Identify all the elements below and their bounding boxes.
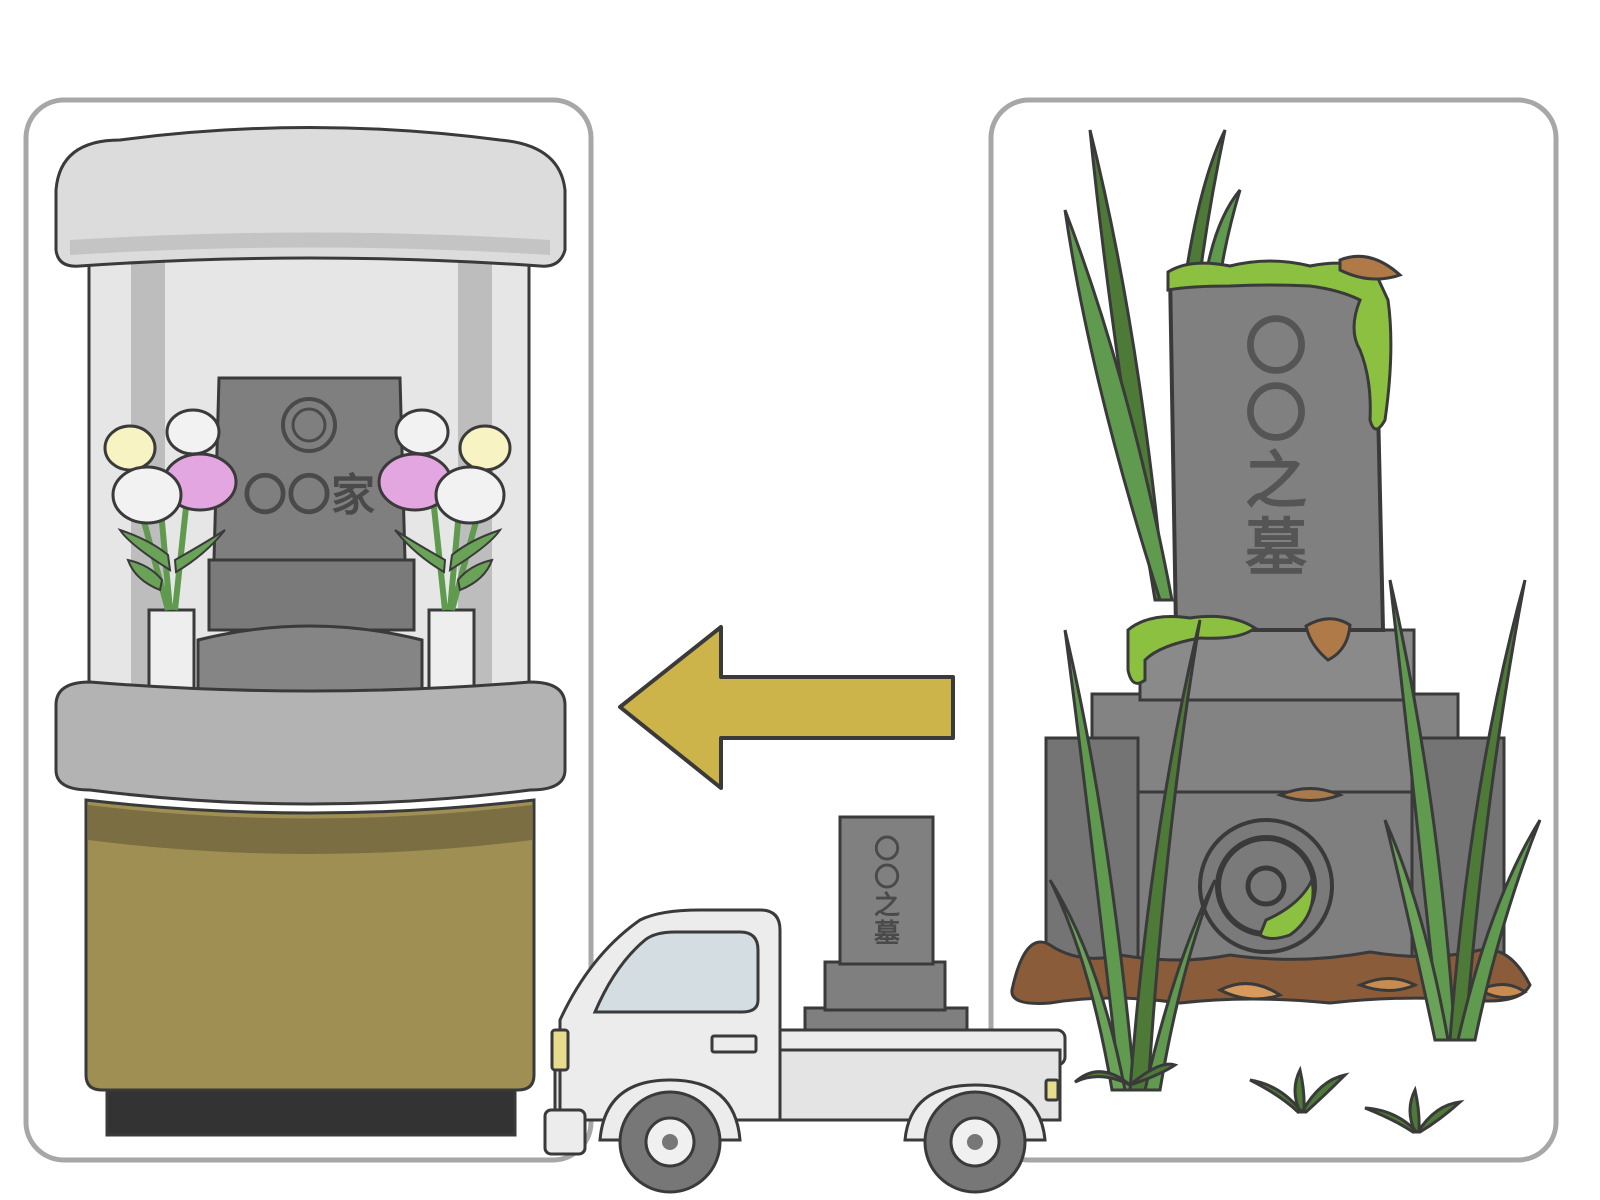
arrow-left-icon [618, 625, 955, 790]
truck-bumper [543, 1108, 587, 1156]
flower-white-icon [394, 408, 450, 456]
moss-patch-ledge [1126, 614, 1258, 685]
booth-plinth [105, 1088, 517, 1137]
leaf-icon [394, 528, 503, 592]
grass-blade-icon [1048, 879, 1127, 1092]
truck-tail-light-icon [1044, 1078, 1060, 1102]
moss-patch-crest [1258, 875, 1315, 940]
grass-blade-icon [1128, 619, 1202, 1092]
truck: 〇 〇 之 墓 [543, 815, 1067, 1194]
dead-leaf-icon [1304, 617, 1352, 662]
grave-inscription-char-2: 〇 [1245, 377, 1307, 450]
truck-headlight-icon [550, 1028, 570, 1072]
cabinet-shade [88, 805, 532, 854]
grass-blade-icon [1063, 629, 1137, 1092]
grass-sprout-icon [1364, 1085, 1465, 1134]
grass-clump-left [1048, 619, 1217, 1092]
truck-door-handle [710, 1034, 758, 1054]
grass-clump-right [1383, 579, 1542, 1042]
truck-stone-upright [838, 815, 935, 966]
truck-window [592, 930, 760, 1014]
leaf-icon [117, 528, 226, 592]
truck-stone-base [823, 960, 947, 1012]
truck-stone-char-4: 墓 [873, 919, 901, 949]
booth-cabinet [84, 798, 536, 1092]
family-crest-icon [281, 397, 337, 453]
grass-blade-icon [1074, 1062, 1179, 1087]
dead-leaf-icon [1355, 977, 1419, 992]
grass-blade-icon [1183, 129, 1227, 293]
dead-leaf-icon [1476, 983, 1528, 999]
truck-gravestone: 〇 〇 之 墓 [803, 815, 969, 1040]
grass-blade-icon [1456, 819, 1542, 1042]
grass-blade-icon [1383, 819, 1450, 1042]
marker-top-stone [212, 376, 407, 562]
flower-white-icon [434, 465, 506, 525]
grass-blade-icon [1448, 579, 1527, 1042]
booth-canopy-shade [70, 232, 550, 255]
dead-leaf-icon [1275, 787, 1345, 802]
flower-white-icon [165, 408, 221, 456]
left-panel: 〇〇家 [23, 97, 594, 1163]
family-grave-marker: 〇〇家 [196, 376, 424, 703]
flower-yellow-icon [103, 424, 157, 472]
grave-inscription-char-4: 墓 [1245, 511, 1308, 584]
vase-left [147, 608, 196, 702]
truck-stone-char-2: 〇 [874, 863, 900, 893]
truck-stone-char-3: 之 [874, 890, 900, 921]
grass-blade-icon [1388, 579, 1457, 1042]
booth-canopy [54, 126, 567, 268]
flower-white-icon [111, 465, 183, 525]
truck-stone-char-1: 〇 [874, 835, 900, 865]
marker-plaque-text: 〇〇家 [243, 470, 375, 521]
grass-sprout-icon [1249, 1065, 1350, 1115]
flower-yellow-icon [458, 424, 512, 472]
grave-inscription-char-1: 〇 [1245, 310, 1307, 383]
booth-shelf [54, 680, 567, 806]
grave-inscription-char-3: 之 [1245, 444, 1307, 517]
right-panel: 〇 〇 之 墓 [988, 97, 1559, 1163]
flower-bouquet-left [103, 408, 238, 611]
flower-bouquet-right [377, 408, 512, 611]
marker-middle-stone [207, 558, 416, 632]
dead-leaf-icon [1216, 982, 1284, 1001]
dead-leaf-icon [1338, 254, 1403, 281]
grass-blade-icon [1063, 209, 1174, 602]
grass-blade-icon [1143, 879, 1217, 1092]
